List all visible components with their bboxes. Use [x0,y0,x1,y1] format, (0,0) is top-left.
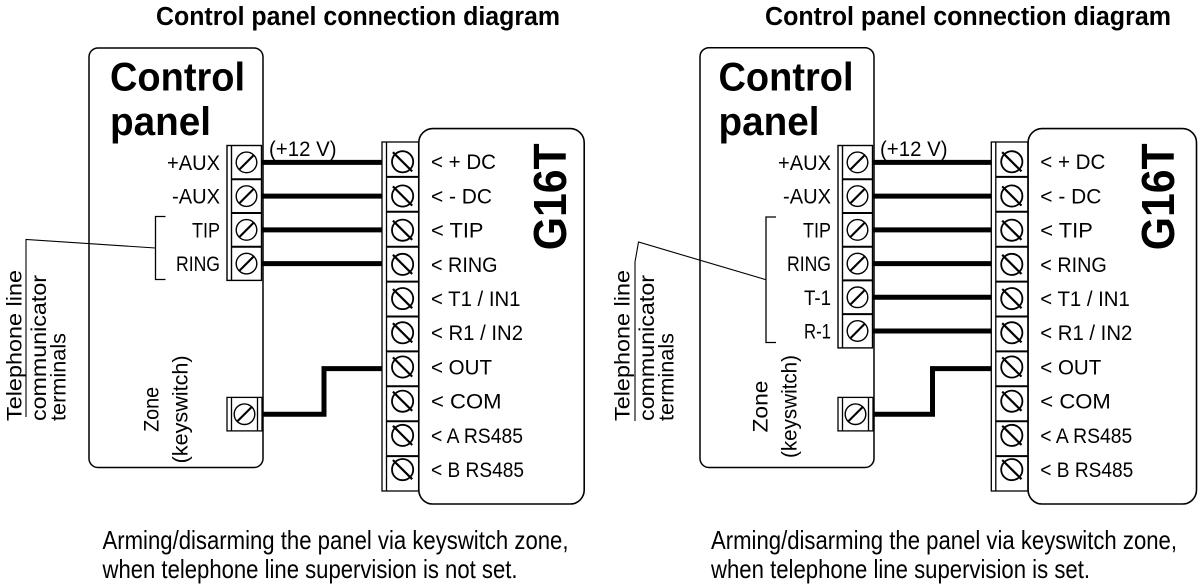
svg-text:when telephone line supervisio: when telephone line supervision is set. [710,554,1090,584]
svg-text:< TIP: < TIP [1040,220,1093,243]
svg-text:R-1: R-1 [804,321,831,344]
svg-text:< A RS485: < A RS485 [1040,425,1132,448]
svg-text:-AUX: -AUX [172,186,220,209]
svg-text:RING: RING [787,253,831,276]
svg-text:terminals: terminals [48,333,71,421]
svg-text:(keyswitch): (keyswitch) [779,355,802,458]
svg-text:when telephone line supervisio: when telephone line supervision is not s… [102,554,518,584]
svg-text:Telephone line: Telephone line [4,270,27,421]
svg-text:panel: panel [110,100,211,144]
svg-text:< - DC: < - DC [431,185,492,208]
svg-text:Control panel connection diagr: Control panel connection diagram [156,3,560,31]
svg-text:(keyswitch): (keyswitch) [170,355,193,463]
svg-text:< A RS485: < A RS485 [431,425,523,448]
svg-text:< OUT: < OUT [1040,356,1101,379]
svg-text:< R1 / IN2: < R1 / IN2 [1040,322,1132,345]
svg-text:< RING: < RING [1040,254,1107,277]
svg-text:+AUX: +AUX [167,152,220,175]
svg-text:(+12 V): (+12 V) [269,138,337,161]
svg-text:< + DC: < + DC [431,151,496,174]
svg-text:(+12 V): (+12 V) [880,138,948,161]
svg-text:< RING: < RING [431,254,498,277]
svg-text:Arming/disarming the panel via: Arming/disarming the panel via keyswitch… [711,525,1177,555]
svg-text:< COM: < COM [1040,391,1111,414]
svg-text:Control panel connection diagr: Control panel connection diagram [765,3,1171,31]
svg-text:< B RS485: < B RS485 [1040,459,1133,482]
svg-text:RING: RING [176,253,220,276]
svg-text:TIP: TIP [192,219,220,242]
svg-text:T-1: T-1 [804,287,831,310]
svg-text:-AUX: -AUX [783,186,831,209]
svg-text:TIP: TIP [803,219,831,242]
svg-text:Zone: Zone [141,387,164,432]
svg-text:< COM: < COM [431,391,502,414]
svg-text:< - DC: < - DC [1040,185,1101,208]
svg-text:< B RS485: < B RS485 [431,459,524,482]
svg-text:terminals: terminals [656,333,679,421]
svg-text:communicator: communicator [28,275,51,421]
svg-text:< T1 / IN1: < T1 / IN1 [1040,288,1130,311]
svg-text:< + DC: < + DC [1040,151,1105,174]
svg-text:Telephone line: Telephone line [612,270,635,421]
svg-text:G16T: G16T [1132,143,1184,250]
svg-text:< OUT: < OUT [431,356,492,379]
svg-text:Zone: Zone [750,381,773,433]
svg-text:G16T: G16T [524,143,576,250]
svg-text:< T1 / IN1: < T1 / IN1 [431,288,521,311]
svg-text:communicator: communicator [636,275,659,421]
svg-text:+AUX: +AUX [778,152,831,175]
svg-text:Arming/disarming the panel via: Arming/disarming the panel via keyswitch… [103,525,569,555]
svg-text:< TIP: < TIP [431,220,484,243]
svg-text:Control: Control [719,56,854,100]
svg-text:panel: panel [719,100,820,144]
svg-text:< R1 / IN2: < R1 / IN2 [431,322,523,345]
svg-text:Control: Control [110,56,245,100]
